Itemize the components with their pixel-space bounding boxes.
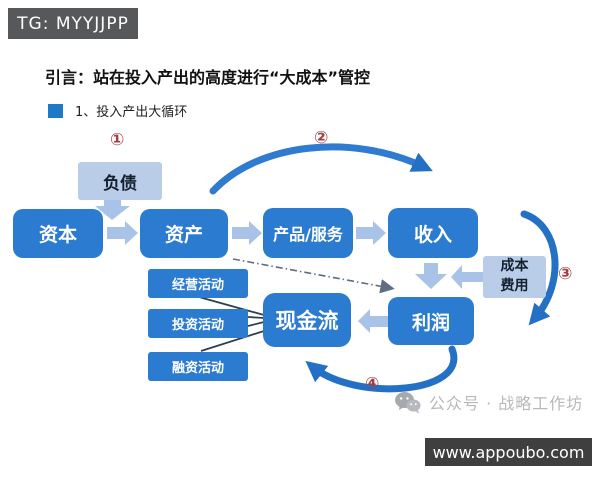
- step-number-4: ④: [365, 374, 380, 394]
- section-heading: 1、投入产出大循环: [48, 101, 187, 120]
- step-number-2: ②: [314, 128, 329, 148]
- arrow-income-to-profit: [415, 263, 447, 289]
- node-investing-activities-label: 投资活动: [171, 318, 224, 333]
- website-bar: www.appoubo.com: [425, 438, 592, 466]
- dashdot-arrow-assets-to-profit: [232, 258, 395, 294]
- node-financing-activities-label: 融资活动: [171, 361, 224, 376]
- node-liabilities-label: 负债: [103, 173, 137, 194]
- node-products-services-label: 产品/服务: [273, 225, 343, 244]
- arrow-products-to-income: [356, 221, 386, 245]
- bullet-square-icon: [48, 103, 63, 118]
- line-investing-to-cashflow-1: [247, 316, 265, 319]
- arrow-cost-to-income-column: [451, 265, 484, 289]
- arrow-assets-to-products: [232, 221, 262, 245]
- arrow-capital-to-assets: [107, 221, 138, 245]
- node-profit-label: 利润: [411, 311, 450, 334]
- node-operating-activities: 经营活动: [148, 269, 248, 298]
- node-income: 收入: [388, 208, 478, 258]
- website-url: www.appoubo.com: [432, 442, 585, 462]
- node-assets: 资产: [140, 209, 228, 258]
- node-cashflow-label: 现金流: [275, 309, 339, 333]
- telegram-badge: TG: MYYJJPP: [8, 8, 138, 39]
- node-cost-expense: 成本费用: [483, 256, 546, 298]
- node-assets-label: 资产: [164, 224, 203, 246]
- node-operating-activities-label: 经营活动: [171, 278, 224, 293]
- curve-arrow-assets-to-income: [209, 143, 433, 195]
- watermark: 公众号 · 战略工作坊: [394, 390, 583, 414]
- node-cost-expense-label: 成本费用: [500, 258, 529, 294]
- wechat-icon: [395, 391, 421, 413]
- node-profit: 利润: [388, 297, 474, 345]
- node-financing-activities: 融资活动: [148, 352, 248, 381]
- slide-title: 引言：站在投入产出的高度进行“大成本”管控: [45, 68, 371, 87]
- step-number-3: ③: [558, 264, 573, 284]
- node-capital-label: 资本: [38, 224, 77, 246]
- section-heading-label: 1、投入产出大循环: [75, 105, 188, 120]
- node-income-label: 收入: [413, 223, 452, 246]
- node-capital: 资本: [13, 209, 103, 258]
- arrow-profit-to-cashflow: [358, 309, 388, 333]
- curve-arrow-profit-to-cashflow: [305, 345, 458, 393]
- telegram-badge-label: TG: MYYJJPP: [17, 13, 129, 34]
- node-investing-activities: 投资活动: [148, 309, 248, 338]
- node-products-services: 产品/服务: [263, 208, 353, 258]
- watermark-text: 公众号 · 战略工作坊: [429, 394, 584, 413]
- line-investing-to-cashflow-2: [247, 321, 265, 327]
- node-liabilities: 负债: [78, 162, 162, 200]
- step-number-1: ①: [110, 130, 125, 150]
- node-cashflow: 现金流: [263, 293, 351, 347]
